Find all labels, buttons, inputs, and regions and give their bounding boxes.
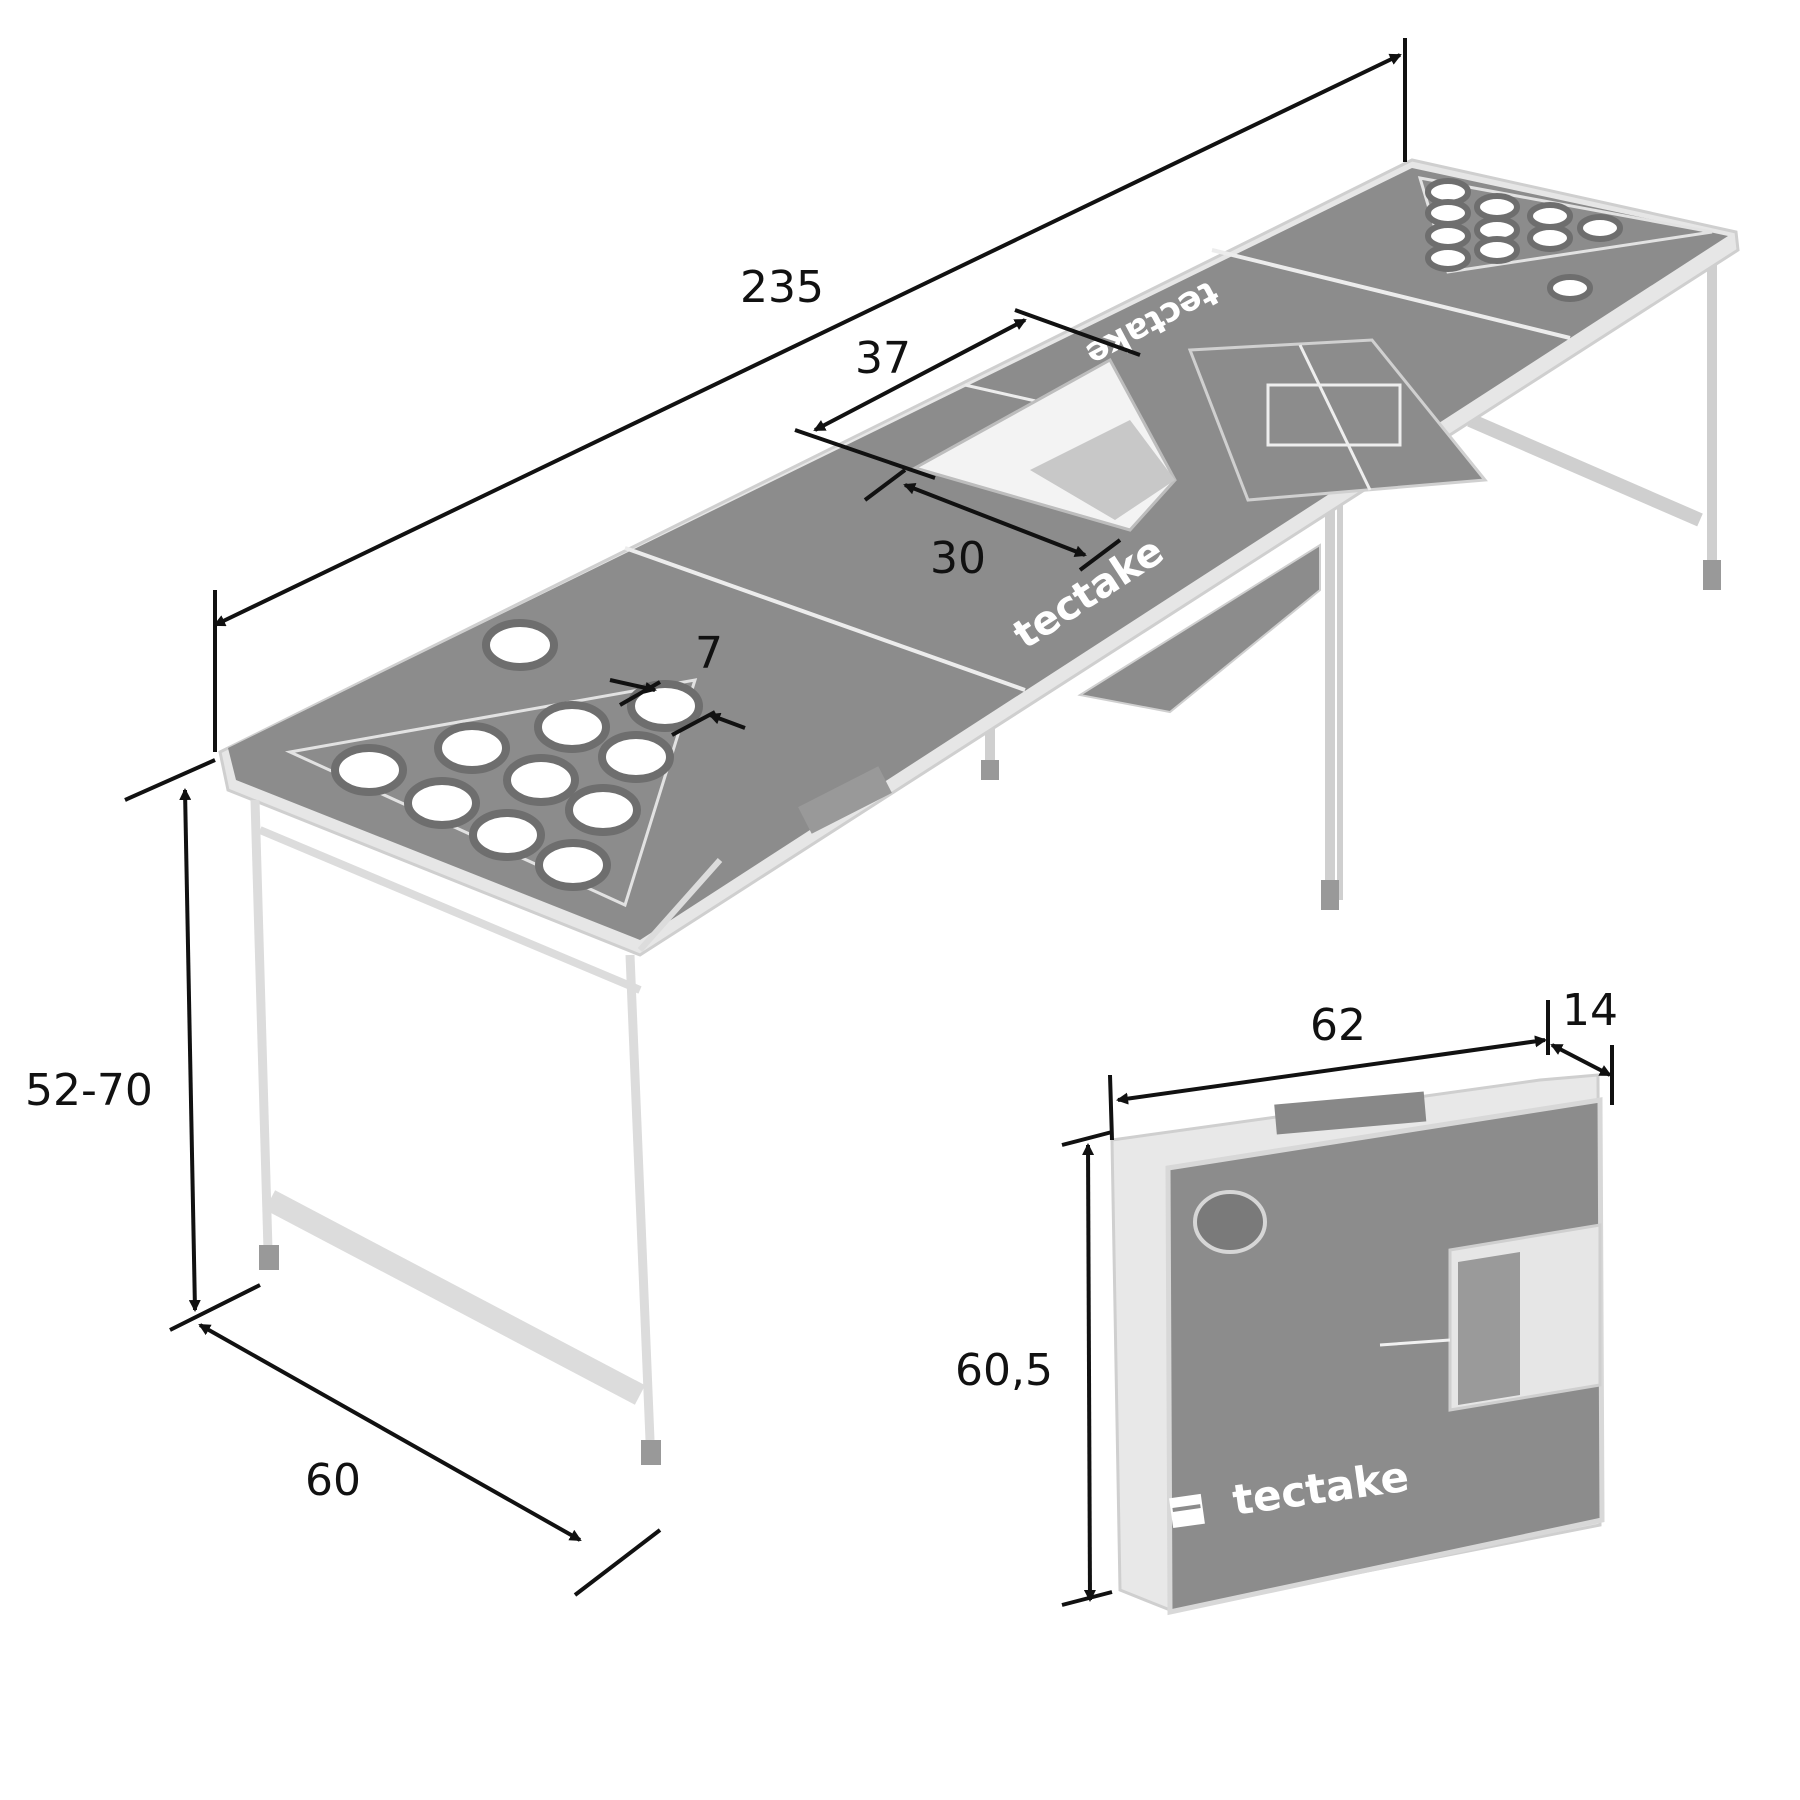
table-folded: tectake xyxy=(1110,1073,1605,1616)
dimension-lines-main xyxy=(124,38,1407,1597)
folded-panel xyxy=(1165,1097,1605,1616)
tectake-logo-icon xyxy=(1169,1493,1205,1529)
dim-cooler-length-label: 37 xyxy=(855,333,911,384)
dim-width-label: 60 xyxy=(305,1455,361,1506)
dim-cup-hole-label: 7 xyxy=(695,628,723,679)
dim-height-label: 52-70 xyxy=(25,1065,153,1116)
dim-folded-height-label: 60,5 xyxy=(955,1345,1053,1396)
dim-folded-width-label: 62 xyxy=(1310,1000,1366,1051)
cup-rack-front xyxy=(284,619,703,908)
dim-folded-depth-label: 14 xyxy=(1562,985,1618,1036)
cup-rack-back xyxy=(1417,176,1713,302)
dim-cooler-width-label: 30 xyxy=(930,533,986,584)
dimension-lines-folded xyxy=(1061,1000,1614,1607)
dim-length-label: 235 xyxy=(740,262,824,313)
